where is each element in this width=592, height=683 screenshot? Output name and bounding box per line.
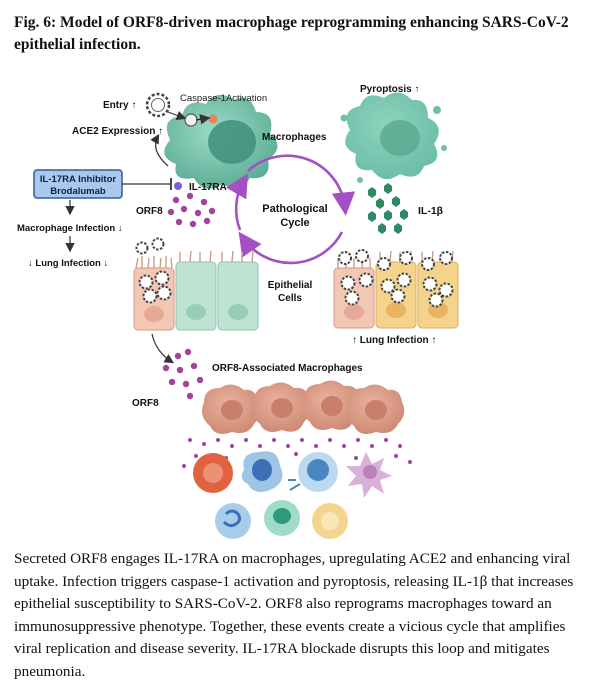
pathological-cycle: Pathological Cycle [226,154,356,265]
orf8-curve-arrow [151,333,175,364]
pyroptosis-label: Pyroptosis ↑ [360,84,419,95]
virus-particles-left [135,237,172,304]
virus-entry [145,92,171,118]
ace2-arrow [150,133,169,167]
immune-cells [193,451,392,539]
il17ra-inhibitor-box: IL-17RA Inhibitor Brodalumab [33,169,123,199]
il1b-label: IL-1β [418,205,444,217]
orf8-macrophage-row [202,380,405,434]
epithelial-label-1: Epithelial [268,280,313,291]
il17ra-label: IL-17RA [189,182,227,193]
entry-label: Entry ↑ [103,100,136,111]
orf8-dots-top [167,192,216,228]
figure-title: Fig. 6: Model of ORF8-driven macrophage … [14,14,569,53]
inhibition-line [122,178,172,190]
orf8-dots-bottom [162,348,204,400]
pyroptotic-macrophage [340,92,447,183]
virus-particles-right [338,249,454,308]
orf8-associated-label: ORF8-Associated Macrophages [212,363,363,374]
orf8-top-label: ORF8 [136,206,163,217]
orf8-model-diagram: Entry ↑ Caspase-1Activation ACE2 Express… [17,84,459,539]
macrophage-infection-label: Macrophage Infection ↓ [17,223,123,234]
entry-arrow [167,110,187,120]
macrophages-label: Macrophages [262,132,327,143]
caspase-label: Caspase-1Activation [180,93,267,104]
lung-infection-up-label: ↑ Lung Infection ↑ [352,335,436,346]
ace2-label: ACE2 Expression ↑ [72,126,163,137]
il17ra-receptor [174,182,182,190]
inhibitor-label-1: IL-17RA Inhibitor [40,174,116,185]
inhibitor-label-2: Brodalumab [50,186,106,197]
epithelial-label-2: Cells [278,293,302,304]
orf8-bottom-label: ORF8 [132,398,159,409]
cycle-label-1: Pathological [262,203,327,215]
cycle-label-2: Cycle [280,217,309,229]
macrophage-top [164,94,278,189]
lung-infection-down-label: ↓ Lung Infection ↓ [28,258,108,269]
figure-caption: Secreted ORF8 engages IL-17RA on macroph… [14,550,574,680]
il1b-cytokines [368,183,408,234]
